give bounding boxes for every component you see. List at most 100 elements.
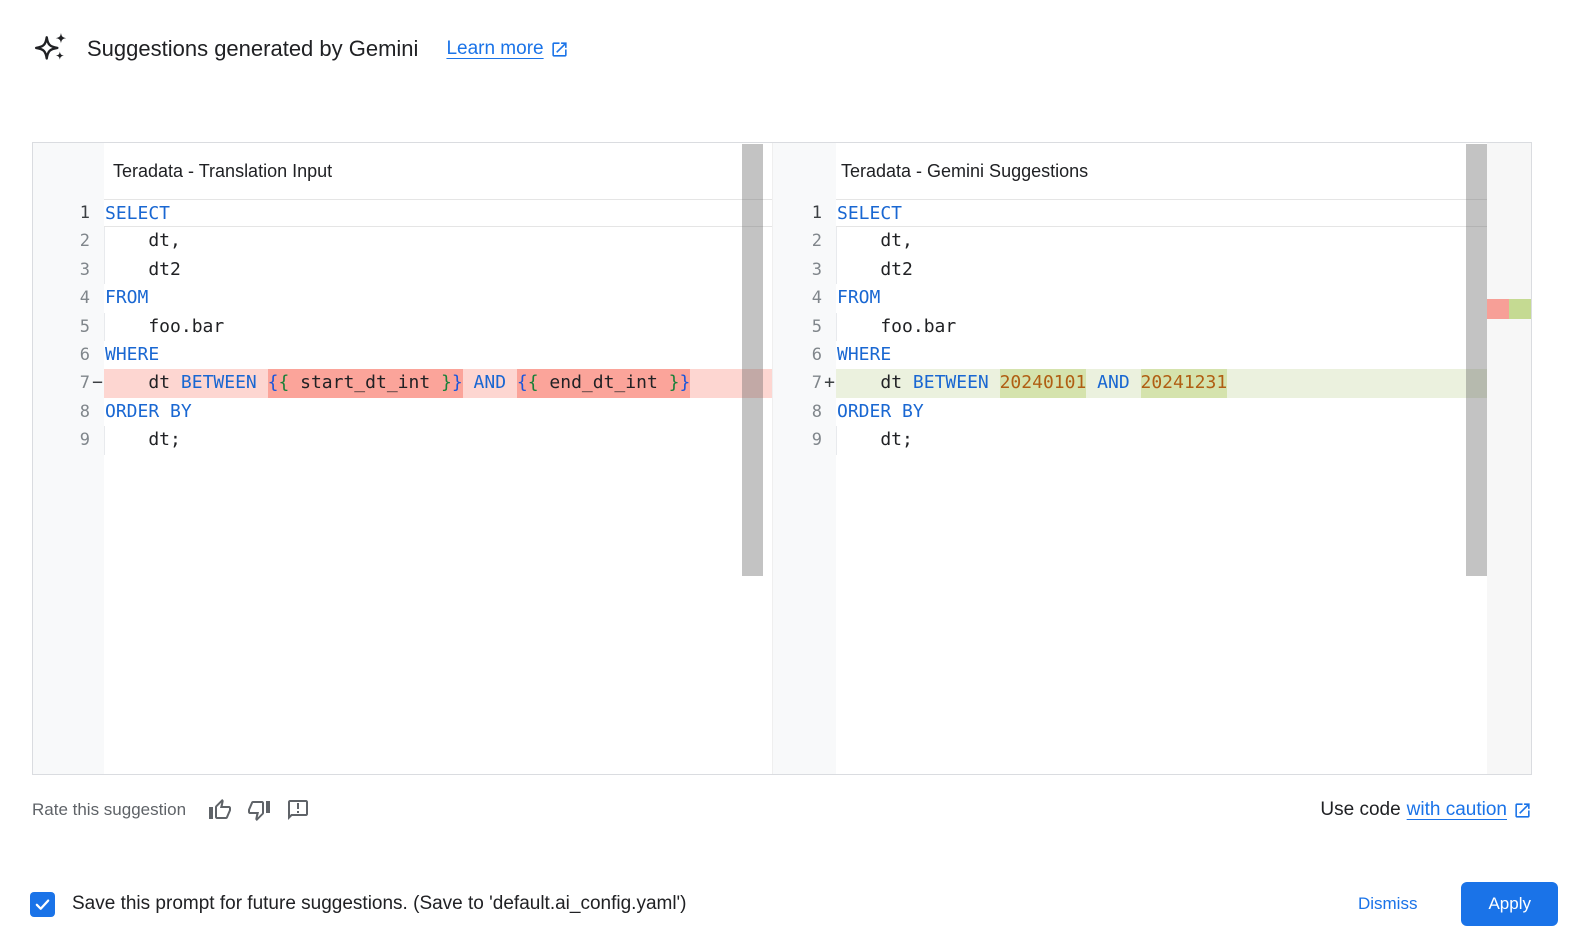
code-line[interactable]: 1 SELECT <box>33 199 772 228</box>
bottom-action-bar: Save this prompt for future suggestions.… <box>30 882 1558 926</box>
code-text[interactable]: SELECT <box>836 199 1531 228</box>
code-text[interactable]: dt BETWEEN {{ start_dt_int }} AND {{ end… <box>104 369 772 398</box>
code-text[interactable]: dt; <box>836 426 1531 455</box>
code-line[interactable]: 8 ORDER BY <box>33 398 772 426</box>
code-text[interactable]: dt2 <box>836 255 1531 285</box>
indent-guide <box>104 227 105 256</box>
apply-button[interactable]: Apply <box>1461 882 1558 926</box>
code-text[interactable]: FROM <box>837 287 881 309</box>
thumbs-down-icon[interactable] <box>247 798 271 822</box>
code-line[interactable]: 9 dt; <box>33 426 772 455</box>
code-text[interactable]: FROM <box>105 287 149 309</box>
vertical-scrollbar[interactable] <box>742 144 763 576</box>
code-line[interactable]: 3 dt2 <box>33 255 772 285</box>
rate-label: Rate this suggestion <box>32 800 187 819</box>
code-text[interactable]: ORDER BY <box>105 400 192 422</box>
learn-more-label: Learn more <box>446 38 544 59</box>
diff-sign: + <box>824 372 835 394</box>
code-text[interactable]: dt, <box>836 227 1531 256</box>
code-text[interactable]: dt; <box>104 426 772 455</box>
code-text[interactable]: SELECT <box>104 199 772 228</box>
code-line[interactable]: 5 foo.bar <box>773 312 1531 341</box>
deletion-marker <box>1487 299 1509 319</box>
dialog-title: Suggestions generated by Gemini <box>87 36 419 61</box>
code-text[interactable]: dt2 <box>104 255 772 285</box>
feedback-icon[interactable] <box>286 798 310 822</box>
code-line[interactable]: 4 FROM <box>33 284 772 312</box>
save-prompt-label: Save this prompt for future suggestions.… <box>72 893 687 914</box>
line-number: 2 <box>79 231 90 252</box>
indent-guide <box>836 312 837 341</box>
code-line[interactable]: 5 foo.bar <box>33 312 772 341</box>
vertical-scrollbar[interactable] <box>1466 144 1487 576</box>
code-text[interactable]: ORDER BY <box>837 400 924 422</box>
code-line[interactable]: 7− dt BETWEEN {{ start_dt_int }} AND {{ … <box>33 369 772 398</box>
learn-more-link[interactable]: Learn more <box>446 38 568 60</box>
line-number-gutter <box>773 143 836 774</box>
line-number: 7+ <box>773 369 836 397</box>
line-number: 3 <box>811 259 822 280</box>
line-number: 1 <box>811 203 822 223</box>
checkmark-icon <box>35 898 50 910</box>
line-number: 9 <box>79 430 90 451</box>
indent-guide <box>836 255 837 285</box>
indent-guide <box>104 312 105 341</box>
code-line[interactable]: 2 dt, <box>33 227 772 256</box>
code-line[interactable]: 8 ORDER BY <box>773 398 1531 426</box>
line-number: 6 <box>811 344 822 365</box>
code-line[interactable]: 7+ dt BETWEEN 20240101 AND 20241231 <box>773 369 1531 398</box>
diff-sign: − <box>92 372 103 394</box>
diff-change-marker <box>1487 299 1531 319</box>
line-number: 9 <box>811 430 822 451</box>
editor-title: Teradata - Translation Input <box>113 160 333 181</box>
editor-header: Teradata - Gemini Suggestions <box>773 143 1531 199</box>
thumbs-up-icon[interactable] <box>208 798 232 822</box>
editor-title: Teradata - Gemini Suggestions <box>841 160 1089 181</box>
use-code-text: Use code <box>1320 799 1401 820</box>
line-number: 8 <box>811 401 822 422</box>
save-prompt-checkbox[interactable] <box>30 891 55 917</box>
line-number-gutter <box>33 143 104 774</box>
code-line[interactable]: 6 WHERE <box>773 341 1531 369</box>
code-line[interactable]: 1 SELECT <box>773 199 1531 228</box>
code-text[interactable]: WHERE <box>837 343 892 365</box>
line-number: 4 <box>79 288 90 309</box>
line-number: 7− <box>33 369 104 397</box>
line-number: 5 <box>811 316 822 337</box>
gemini-spark-icon <box>34 32 67 60</box>
indent-guide <box>104 255 105 285</box>
indent-guide <box>836 426 837 455</box>
code-line[interactable]: 6 WHERE <box>33 341 772 369</box>
code-text[interactable]: dt, <box>104 227 772 256</box>
feedback-row: Rate this suggestion Use code with cauti… <box>32 798 1532 822</box>
dialog-header: Suggestions generated by Gemini Learn mo… <box>32 30 1542 68</box>
code-text[interactable]: WHERE <box>105 343 160 365</box>
gemini-suggestions-dialog: Suggestions generated by Gemini Learn mo… <box>0 30 1574 948</box>
code-line[interactable]: 4 FROM <box>773 284 1531 312</box>
code-text[interactable]: foo.bar <box>104 312 772 341</box>
code-text[interactable]: foo.bar <box>836 312 1531 341</box>
line-number: 6 <box>79 344 90 365</box>
insertion-marker <box>1509 299 1531 319</box>
code-line[interactable]: 3 dt2 <box>773 255 1531 285</box>
code-line[interactable]: 2 dt, <box>773 227 1531 256</box>
diff-overview-ruler[interactable] <box>1487 143 1531 774</box>
code-line[interactable]: 9 dt; <box>773 426 1531 455</box>
bar-actions: Dismiss Apply <box>1348 882 1558 926</box>
code-text[interactable]: dt BETWEEN 20240101 AND 20241231 <box>836 369 1531 398</box>
line-number: 5 <box>79 316 90 337</box>
line-number: 8 <box>79 401 90 422</box>
external-link-icon <box>551 41 567 57</box>
with-caution-link[interactable]: with caution <box>1406 799 1507 820</box>
dismiss-button[interactable]: Dismiss <box>1348 886 1428 922</box>
line-number: 1 <box>79 203 90 223</box>
line-number: 4 <box>811 288 822 309</box>
use-code-notice: Use code with caution <box>1320 799 1532 821</box>
rate-icons <box>208 798 310 822</box>
indent-guide <box>104 426 105 455</box>
